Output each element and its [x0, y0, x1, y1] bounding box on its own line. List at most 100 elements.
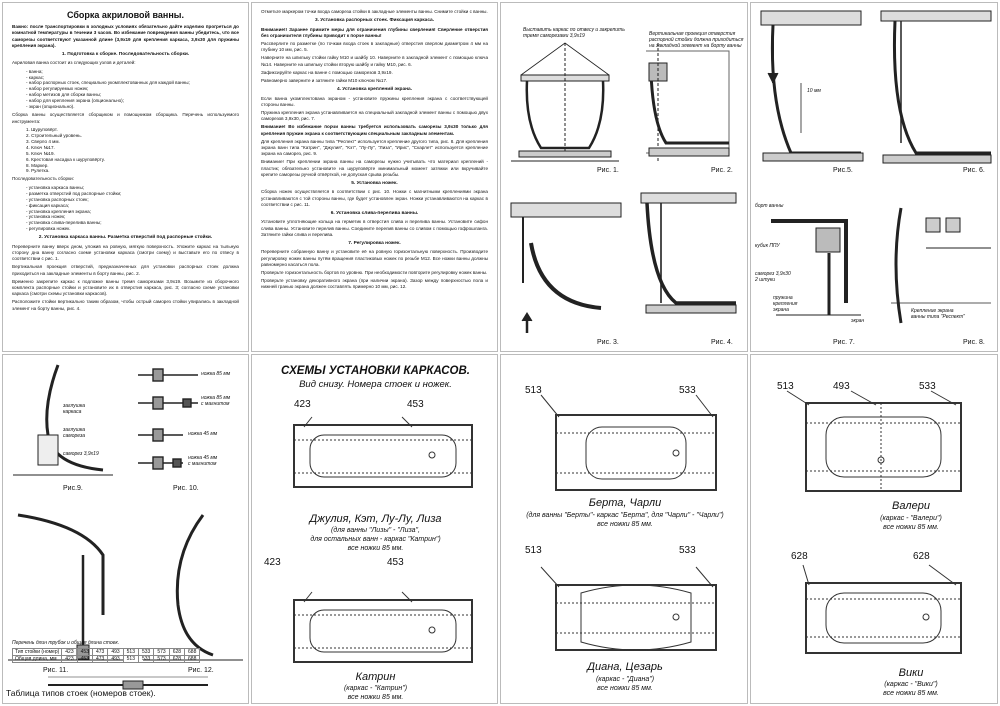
table-cell: 688	[184, 655, 201, 663]
model-name: Катрин	[355, 671, 396, 683]
label-leg: ножка 45 мм	[188, 431, 218, 437]
model-sub: все ножки 85 мм.	[597, 685, 653, 692]
dimension-label: 10 мм	[807, 88, 821, 94]
list-item: - регулировка ножек.	[26, 226, 71, 232]
table-caption: Таблица типов стоек (номеров стоек).	[6, 688, 156, 698]
table-cell: 573	[153, 655, 170, 663]
sequence-list: - установка каркаса ванны; - разметка от…	[26, 185, 239, 233]
model-sub: все ножки 85 мм.	[347, 545, 404, 552]
list-item: - набор регулируемых ножек;	[26, 86, 89, 92]
label-screen: экран	[851, 318, 865, 324]
stand-number: 423	[294, 399, 311, 410]
label-leg: ножка 85 мм с магнитом	[201, 395, 231, 407]
table-cell: 423	[61, 648, 78, 656]
section-title: 3. Установка распорных стоек. Фиксация к…	[314, 18, 435, 24]
table-cell: 453	[76, 655, 93, 663]
stand-number: 493	[833, 381, 850, 392]
list-item: - набор распорных стоек, специально уком…	[26, 80, 190, 86]
page-frame-schemes-3: 513 493 533 Валери (каркас - "Валери") в…	[750, 354, 998, 704]
list-item: - разметка отверстий под распорные стойк…	[26, 190, 122, 196]
paragraph: Последовательность сборки:	[12, 176, 74, 182]
stand-number: 513	[525, 385, 542, 396]
figure-caption: Рис. 8.	[963, 339, 985, 346]
figure-caption: Рис. 2.	[711, 167, 733, 174]
table-row: Тип стойки (номер) 423 453 473 493 513 5…	[11, 648, 201, 656]
page-figures-9-12: заглушка каркаса заглушка самореза самор…	[2, 354, 249, 704]
section-title: 1. Подготовка к сборке. Последовательнос…	[61, 51, 190, 57]
table-cell: 423	[61, 655, 78, 663]
page-figures-1-4: Выставить каркас по отвесу и закрепить т…	[500, 2, 748, 352]
table-cell: 473	[91, 655, 109, 663]
table-cell: 573	[153, 648, 170, 656]
stand-number: 513	[525, 545, 542, 556]
label-leg: ножка 85 мм	[201, 371, 231, 377]
figure-caption: Рис.5.	[833, 167, 853, 174]
page-frame-schemes-2: 513 533 Берта, Чарли (для ванны "Берты"-…	[500, 354, 748, 704]
list-item: 3. Сверло 4 мм.	[26, 138, 60, 144]
model-sub: (каркас - "Диана")	[595, 676, 655, 683]
figure-caption: Рис. 10.	[173, 485, 199, 492]
paragraph: Для крепления экрана ванны типа "Респект…	[261, 138, 488, 157]
stand-number: 533	[919, 381, 936, 392]
table-cell: 473	[91, 648, 109, 656]
table-cell: 688	[184, 648, 201, 656]
schemes-title: СХЕМЫ УСТАНОВКИ КАРКАСОВ.	[280, 365, 470, 377]
figure-note: Выставить каркас по отвесу и закрепить т…	[523, 27, 625, 39]
figure-caption: Рис. 1.	[597, 167, 619, 174]
paragraph: Рассверлите по разметке (по точкам входа…	[261, 41, 488, 53]
page-assembly-intro: Сборка акриловой ванны. Важно: после тра…	[2, 2, 249, 352]
section-title: 6. Установка слива-перелива ванны.	[330, 210, 419, 216]
frame-schemes-drawing	[293, 416, 473, 663]
section-title: 7. Регулировка ножек.	[348, 240, 401, 246]
paragraph: Сборка ванны осуществляется сборщиком и …	[12, 112, 239, 124]
stand-number: 533	[679, 385, 696, 396]
list-item: - экран (опционально).	[26, 104, 75, 110]
label-spring: пружина крепления экрана	[773, 295, 798, 313]
model-sub: все ножки 85 мм.	[883, 690, 939, 697]
label-plug: заглушка каркаса	[63, 403, 86, 415]
model-name: Диана, Цезарь	[587, 661, 663, 673]
paragraph: Отметьте маркером точки входа самореза с…	[261, 9, 488, 14]
list-item: 8. Маркер.	[26, 162, 49, 168]
list-item: - установка ножек;	[26, 214, 66, 220]
frame-schemes-drawing	[786, 390, 962, 654]
paragraph: Расположите стойки вертикально таким обр…	[12, 299, 239, 311]
list-item: 4. Ключ №17.	[26, 144, 55, 150]
paragraph: Пружина крепления экрана устанавливается…	[261, 110, 488, 122]
warning-text: Внимание!! Заранее примите меры для огра…	[261, 26, 488, 38]
tools-list: 1. Шуруповёрт. 2. Строительный уровень. …	[26, 127, 239, 175]
paragraph: Равномерно заверните и затяните гайки М1…	[261, 77, 388, 83]
paragraph: Переверните собранную ванну и установите…	[261, 249, 488, 267]
figure-caption: Рис. 7.	[833, 339, 855, 346]
table-row: Общая длина, мм 423 453 473 493 513 533 …	[11, 655, 201, 663]
label-selftap: заглушка самореза	[63, 427, 86, 439]
page-frame-schemes-1: СХЕМЫ УСТАНОВКИ КАРКАСОВ. Вид снизу. Ном…	[251, 354, 498, 704]
paragraph: Временно закрепите каркас к подложке ван…	[12, 278, 239, 297]
list-item: 2. Строительный уровень.	[26, 132, 82, 138]
list-item: 6. Крестовая насадка к шуруповёрту.	[26, 156, 105, 162]
list-item: - установка распорных стоек;	[26, 196, 89, 202]
model-sub: все ножки 85 мм.	[883, 524, 939, 531]
schemes-subtitle: Вид снизу. Номера стоек и ножек.	[299, 379, 452, 390]
figure-caption: Рис. 12.	[188, 667, 214, 674]
figure-caption: Рис. 3.	[597, 339, 619, 346]
list-item: - набор для крепления экрана (опциональн…	[26, 98, 124, 104]
table-cell: Общая длина, мм	[11, 655, 63, 663]
table-cell: 453	[76, 648, 93, 656]
stand-number: 453	[387, 557, 404, 568]
paragraph: Переверните ванну вверх дном, уложив на …	[12, 243, 239, 262]
page-assembly-steps: Отметьте маркером точки входа самореза с…	[251, 2, 498, 352]
list-item: 1. Шуруповёрт.	[26, 126, 58, 132]
paragraph: Проверьте горизонтальность бортов по уро…	[261, 269, 488, 275]
stand-number: 533	[679, 545, 696, 556]
warning-text: Внимание! Во избежание порчи ванны требу…	[261, 124, 488, 136]
figure-caption: Рис. 11.	[43, 667, 69, 674]
list-item: 9. Рулетка.	[26, 168, 50, 174]
model-name: Джулия, Кэт, Лу-Лу, Лиза	[309, 513, 442, 525]
table-cell: 628	[168, 655, 186, 663]
warning-text: Важно: после транспортировки в холодных …	[12, 24, 239, 48]
table-cell: 628	[168, 648, 186, 656]
list-item: - ванна;	[26, 68, 43, 74]
stand-number: 628	[791, 551, 808, 562]
table-cell: 513	[122, 655, 140, 663]
